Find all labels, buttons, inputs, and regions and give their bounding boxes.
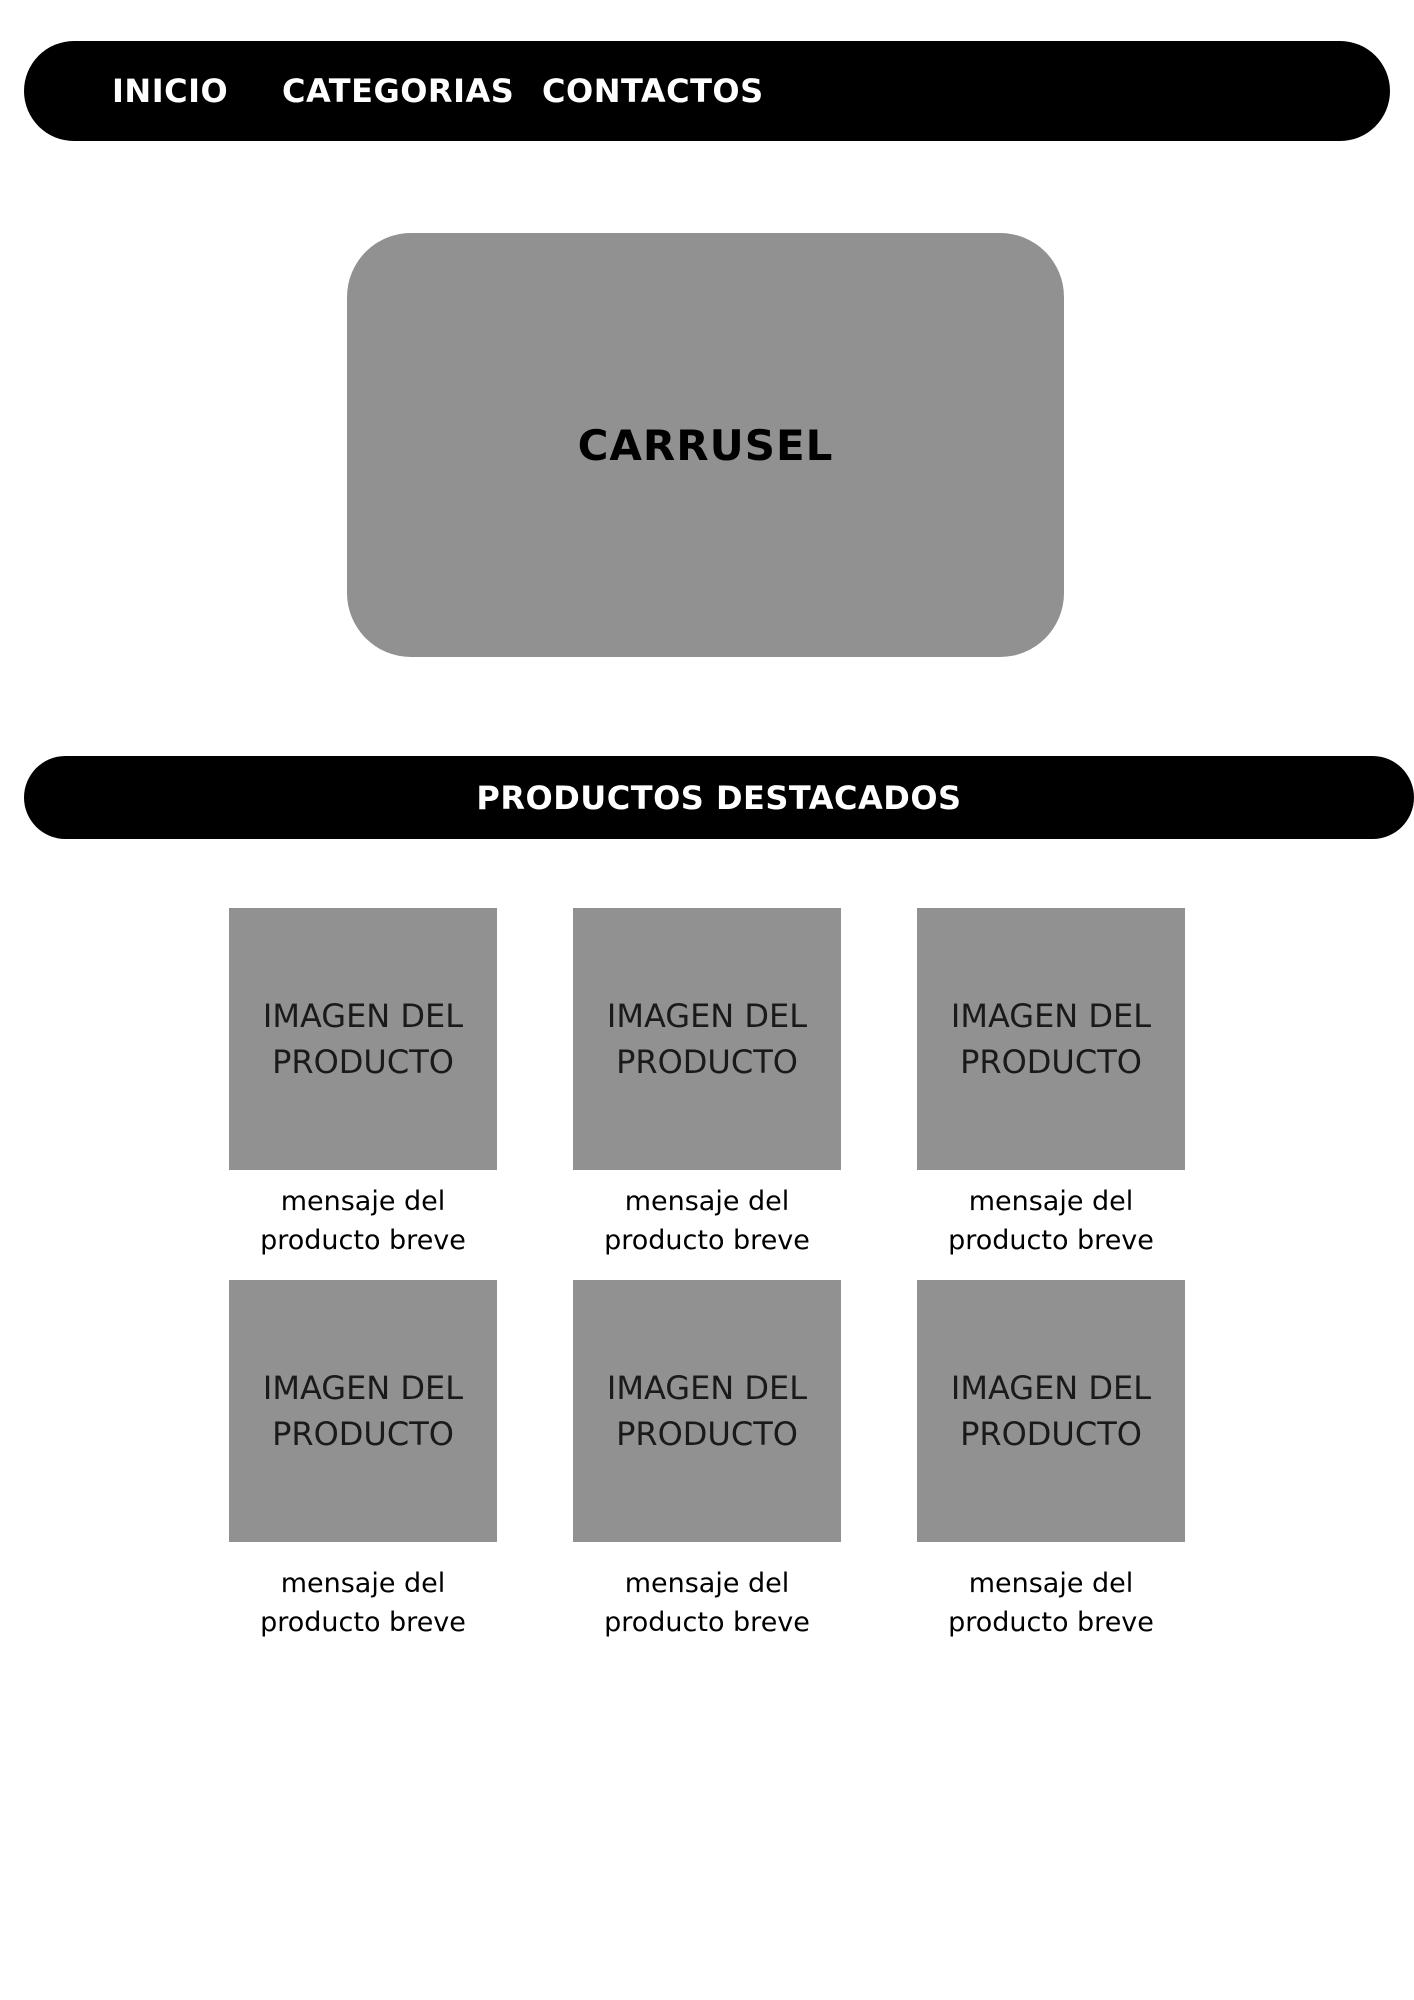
product-image-placeholder[interactable]: IMAGEN DEL PRODUCTO (573, 1280, 841, 1542)
featured-products-bar: PRODUCTOS DESTACADOS (24, 756, 1414, 839)
product-image-label: IMAGEN DEL PRODUCTO (606, 997, 808, 1081)
product-caption: mensaje del producto breve (260, 1186, 466, 1256)
product-card[interactable]: IMAGEN DEL PRODUCTO mensaje del producto… (229, 908, 497, 1260)
product-image-placeholder[interactable]: IMAGEN DEL PRODUCTO (573, 908, 841, 1170)
product-image-placeholder[interactable]: IMAGEN DEL PRODUCTO (229, 1280, 497, 1542)
product-card[interactable]: IMAGEN DEL PRODUCTO mensaje del producto… (573, 908, 841, 1260)
product-caption: mensaje del producto breve (948, 1186, 1154, 1256)
product-image-label: IMAGEN DEL PRODUCTO (262, 997, 464, 1081)
product-image-placeholder[interactable]: IMAGEN DEL PRODUCTO (229, 908, 497, 1170)
product-image-placeholder[interactable]: IMAGEN DEL PRODUCTO (917, 908, 1185, 1170)
product-caption: mensaje del producto breve (948, 1568, 1154, 1638)
top-navbar: INICIO CATEGORIAS CONTACTOS (24, 41, 1390, 141)
carousel-label: CARRUSEL (577, 420, 834, 470)
product-image-label: IMAGEN DEL PRODUCTO (950, 1369, 1152, 1453)
product-card[interactable]: IMAGEN DEL PRODUCTO mensaje del producto… (573, 1280, 841, 1642)
product-image-label: IMAGEN DEL PRODUCTO (950, 997, 1152, 1081)
nav-item-inicio[interactable]: INICIO (112, 72, 229, 110)
nav-item-contactos[interactable]: CONTACTOS (542, 72, 764, 110)
product-card[interactable]: IMAGEN DEL PRODUCTO mensaje del producto… (917, 1280, 1185, 1642)
product-image-placeholder[interactable]: IMAGEN DEL PRODUCTO (917, 1280, 1185, 1542)
product-card[interactable]: IMAGEN DEL PRODUCTO mensaje del producto… (917, 908, 1185, 1260)
product-caption: mensaje del producto breve (604, 1186, 810, 1256)
carousel[interactable]: CARRUSEL (347, 233, 1064, 657)
product-caption: mensaje del producto breve (604, 1568, 810, 1638)
product-card[interactable]: IMAGEN DEL PRODUCTO mensaje del producto… (229, 1280, 497, 1642)
nav-item-categorias[interactable]: CATEGORIAS (282, 72, 515, 110)
product-image-label: IMAGEN DEL PRODUCTO (606, 1369, 808, 1453)
product-caption: mensaje del producto breve (260, 1568, 466, 1638)
featured-products-title: PRODUCTOS DESTACADOS (476, 778, 962, 817)
product-image-label: IMAGEN DEL PRODUCTO (262, 1369, 464, 1453)
